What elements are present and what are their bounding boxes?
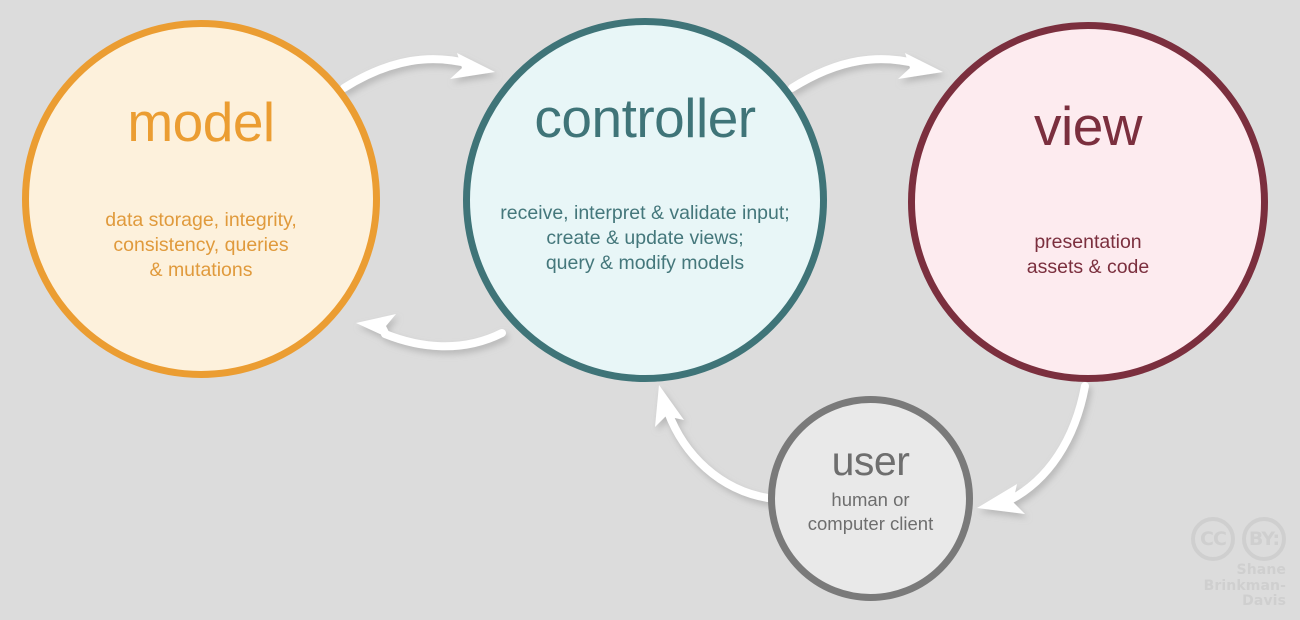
node-user[interactable]: user human or computer client (768, 396, 973, 601)
node-user-description: human or computer client (807, 489, 934, 534)
node-user-title: user (831, 438, 910, 484)
arrow-view-to-user (977, 382, 1089, 514)
cc-badge-group: CC BY: (1164, 516, 1286, 561)
node-view-title: view (1033, 95, 1143, 157)
node-model-description: data storage, integrity, consistency, qu… (105, 209, 297, 281)
author-name-line1: Shane (1236, 561, 1286, 578)
node-model-content: model data storage, integrity, consisten… (29, 27, 373, 371)
node-controller-content: controller receive, interpret & validate… (470, 25, 820, 375)
node-model[interactable]: model data storage, integrity, consisten… (22, 20, 380, 378)
arrow-user-to-controller (655, 385, 772, 502)
node-view-description: presentation assets & code (1026, 231, 1150, 278)
node-model-title: model (127, 91, 275, 153)
node-view[interactable]: view presentation assets & code (908, 22, 1268, 382)
node-user-content: user human or computer client (775, 403, 966, 594)
creative-commons-watermark: CC BY: Shane Brinkman-Davis (1164, 516, 1286, 610)
creative-commons-icon: CC (1191, 516, 1235, 561)
node-controller[interactable]: controller receive, interpret & validate… (463, 18, 827, 382)
node-controller-description: receive, interpret & validate input; cre… (500, 202, 790, 274)
attribution-by-icon: BY: (1242, 516, 1286, 561)
node-controller-title: controller (534, 87, 756, 149)
author-name-line2: Brinkman-Davis (1203, 577, 1286, 610)
node-view-content: view presentation assets & code (915, 29, 1261, 375)
